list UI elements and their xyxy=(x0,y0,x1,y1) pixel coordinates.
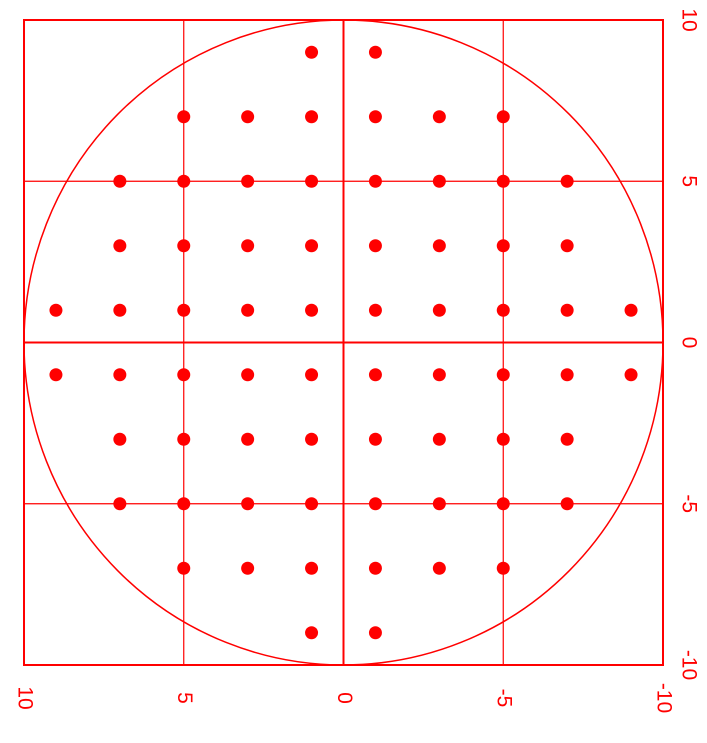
x-tick-label-0: 0 xyxy=(677,337,700,349)
data-point-15 xyxy=(560,497,574,511)
data-point-32 xyxy=(560,368,574,382)
data-point-26 xyxy=(177,368,191,382)
data-point-45 xyxy=(177,239,191,253)
data-point-1 xyxy=(368,626,382,640)
data-point-36 xyxy=(177,303,191,317)
y-tick-label-5: 5 xyxy=(173,692,196,704)
data-point-33 xyxy=(624,368,638,382)
data-point-41 xyxy=(496,303,510,317)
data-point-0 xyxy=(305,626,319,640)
data-point-62 xyxy=(305,110,319,124)
data-point-6 xyxy=(432,561,446,575)
data-point-8 xyxy=(113,497,127,511)
data-point-4 xyxy=(305,561,319,575)
data-point-20 xyxy=(368,432,382,446)
x-tick-label-5: 5 xyxy=(677,175,700,187)
data-point-31 xyxy=(496,368,510,382)
data-point-38 xyxy=(305,303,319,317)
x-tick-label--10: -10 xyxy=(677,650,700,680)
data-point-43 xyxy=(624,303,638,317)
data-point-34 xyxy=(49,303,63,317)
data-point-49 xyxy=(432,239,446,253)
data-point-39 xyxy=(368,303,382,317)
data-point-56 xyxy=(368,174,382,188)
points-layer xyxy=(49,45,638,640)
data-point-21 xyxy=(432,432,446,446)
data-point-2 xyxy=(177,561,191,575)
data-point-24 xyxy=(49,368,63,382)
data-point-30 xyxy=(432,368,446,382)
data-point-57 xyxy=(432,174,446,188)
data-point-37 xyxy=(241,303,255,317)
y-tick-label--10: -10 xyxy=(652,683,675,713)
data-point-52 xyxy=(113,174,127,188)
data-point-67 xyxy=(368,45,382,59)
data-point-53 xyxy=(177,174,191,188)
data-point-25 xyxy=(113,368,127,382)
data-point-50 xyxy=(496,239,510,253)
data-point-18 xyxy=(241,432,255,446)
data-point-29 xyxy=(368,368,382,382)
data-point-55 xyxy=(305,174,319,188)
boundary-circle xyxy=(23,19,664,666)
circle-layer xyxy=(23,19,664,666)
tick-labels: -10 -5 0 5 10 -10 -5 0 5 10 xyxy=(13,8,700,713)
data-point-66 xyxy=(305,45,319,59)
data-point-46 xyxy=(241,239,255,253)
grid-lines xyxy=(24,20,663,665)
x-tick-label--5: -5 xyxy=(677,494,700,513)
y-tick-label-0: 0 xyxy=(333,692,356,704)
data-point-35 xyxy=(113,303,127,317)
y-tick-label-10: 10 xyxy=(13,686,36,709)
data-point-11 xyxy=(305,497,319,511)
data-point-40 xyxy=(432,303,446,317)
data-point-13 xyxy=(432,497,446,511)
data-point-61 xyxy=(241,110,255,124)
data-point-47 xyxy=(305,239,319,253)
data-point-48 xyxy=(368,239,382,253)
data-point-65 xyxy=(496,110,510,124)
data-point-60 xyxy=(177,110,191,124)
data-point-3 xyxy=(241,561,255,575)
data-point-44 xyxy=(113,239,127,253)
data-point-54 xyxy=(241,174,255,188)
data-point-59 xyxy=(560,174,574,188)
data-point-19 xyxy=(305,432,319,446)
data-point-64 xyxy=(432,110,446,124)
y-tick-label--5: -5 xyxy=(493,689,516,708)
data-point-14 xyxy=(496,497,510,511)
data-point-27 xyxy=(241,368,255,382)
x-tick-label-10: 10 xyxy=(677,8,700,31)
data-point-17 xyxy=(177,432,191,446)
data-point-7 xyxy=(496,561,510,575)
data-point-12 xyxy=(368,497,382,511)
data-point-22 xyxy=(496,432,510,446)
data-point-10 xyxy=(241,497,255,511)
data-point-58 xyxy=(496,174,510,188)
data-point-51 xyxy=(560,239,574,253)
data-point-9 xyxy=(177,497,191,511)
data-point-28 xyxy=(305,368,319,382)
data-point-5 xyxy=(368,561,382,575)
data-point-23 xyxy=(560,432,574,446)
data-point-63 xyxy=(368,110,382,124)
data-point-42 xyxy=(560,303,574,317)
data-point-16 xyxy=(113,432,127,446)
